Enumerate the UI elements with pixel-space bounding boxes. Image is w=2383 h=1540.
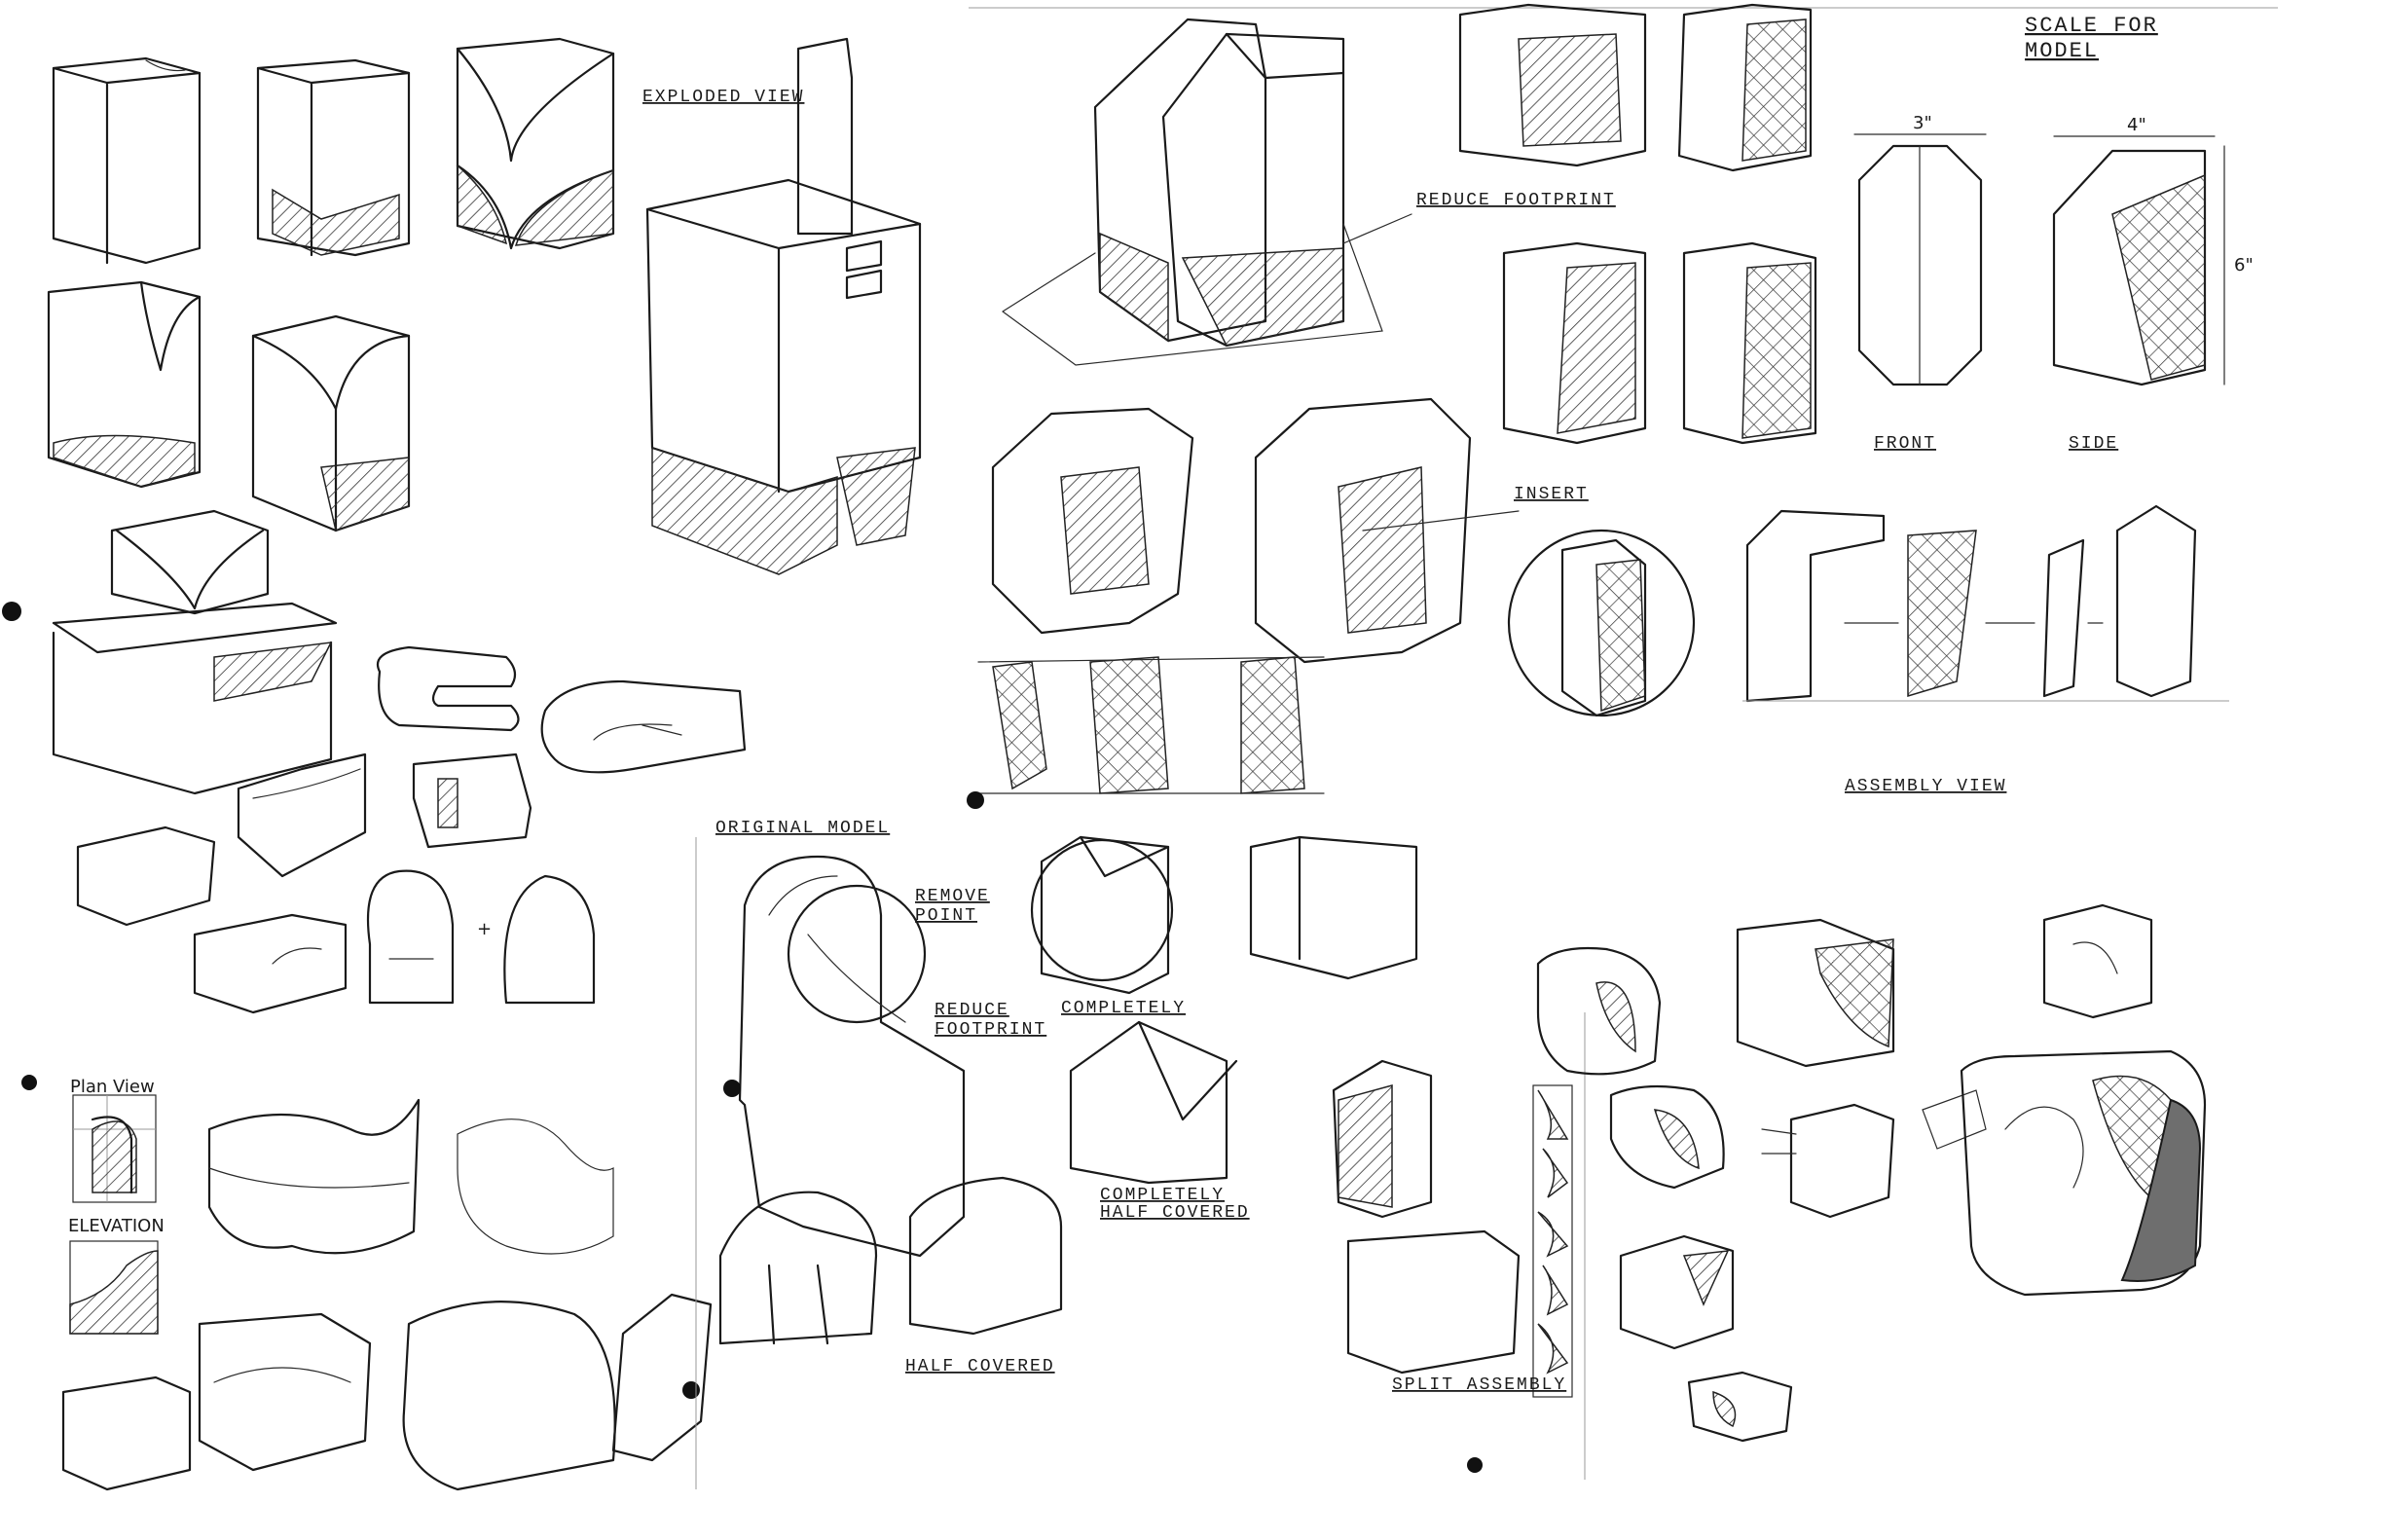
sketch-cube-plain bbox=[1249, 835, 1418, 980]
label-completely-covered: COMPLETELY bbox=[1061, 999, 1186, 1018]
sketch-assembly-view bbox=[1742, 504, 2229, 703]
sketch-small-sofa-2 bbox=[76, 825, 216, 927]
sketch-octa-frame-1 bbox=[991, 407, 1194, 635]
label-half-covered-2: HALF COVERED bbox=[1100, 1203, 1250, 1223]
sketch-frame-cross-1 bbox=[1677, 3, 1813, 172]
label-reduce-footprint-top: REDUCE FOOTPRINT bbox=[1416, 191, 1616, 210]
sketch-rounded-cube-1 bbox=[1536, 946, 1662, 1076]
label-assembly-view: ASSEMBLY VIEW bbox=[1845, 777, 2006, 796]
panel-plan-view bbox=[72, 1094, 157, 1203]
sketch-scale-side bbox=[2052, 135, 2225, 386]
label-elevation: ELEVATION bbox=[68, 1216, 165, 1236]
sketch-split-strips bbox=[1532, 1084, 1573, 1398]
sketch-tall-box-4 bbox=[47, 280, 202, 489]
label-split-assembly: SPLIT ASSEMBLY bbox=[1392, 1375, 1566, 1395]
sketch-insert-strips bbox=[977, 656, 1325, 794]
sketch-arched-seat-1 bbox=[718, 1191, 878, 1345]
sketch-frame-cross-2 bbox=[1682, 241, 1817, 445]
sketch-dispenser bbox=[645, 37, 922, 575]
sketch-small-sofa-1 bbox=[237, 752, 367, 878]
label-side: SIDE bbox=[2069, 434, 2118, 454]
sketch-octa-frame-2 bbox=[1254, 397, 1472, 664]
sketch-split-assembly bbox=[1332, 1059, 1521, 1375]
sketch-cube-vee bbox=[1619, 1234, 1735, 1350]
sketch-wave-sofa-outline bbox=[457, 1118, 614, 1255]
sketch-hollow-box bbox=[412, 752, 532, 849]
sketch-small-sofa-3 bbox=[193, 913, 348, 1014]
label-scale-for: SCALE FOR bbox=[2025, 14, 2158, 38]
sketch-scale-front bbox=[1853, 133, 1987, 386]
sketch-small-cube bbox=[61, 1375, 192, 1491]
label-remove: REMOVE bbox=[915, 887, 990, 906]
label-half-covered: HALF COVERED bbox=[905, 1357, 1055, 1376]
sketch-tall-box-5 bbox=[251, 314, 411, 532]
label-front: FRONT bbox=[1874, 434, 1936, 454]
sketch-tall-box-2 bbox=[256, 58, 411, 257]
label-footprint-mid: FOOTPRINT bbox=[935, 1020, 1046, 1040]
dim-front-width: 3" bbox=[1913, 113, 1932, 133]
sketch-plug-box bbox=[1761, 1103, 1895, 1219]
sketch-frame-hatched-2 bbox=[1502, 241, 1647, 445]
sketch-rounded-block bbox=[402, 1301, 616, 1491]
sketch-frame-hatched-1 bbox=[1458, 3, 1647, 167]
sketch-small-cube-right bbox=[2042, 903, 2153, 1019]
sketch-arched-seat-2 bbox=[908, 1176, 1063, 1336]
sketch-house-shape bbox=[1069, 1020, 1238, 1185]
label-reduce-mid: REDUCE bbox=[935, 1001, 1009, 1020]
sketch-small-shell bbox=[1687, 1371, 1793, 1443]
panel-elevation bbox=[69, 1240, 159, 1335]
sketch-wave-cube bbox=[198, 1312, 372, 1472]
sketch-big-chair bbox=[1002, 18, 1383, 366]
sketch-tall-box-3 bbox=[456, 37, 615, 250]
label-insert: INSERT bbox=[1514, 485, 1589, 504]
label-original-model: ORIGINAL MODEL bbox=[715, 819, 890, 838]
sketch-final-render bbox=[1922, 1049, 2207, 1297]
sketch-cross-cube bbox=[1736, 918, 1895, 1068]
sketch-lidded-box bbox=[52, 509, 338, 795]
label-plan-view: Plan View bbox=[70, 1077, 155, 1097]
label-model: MODEL bbox=[2025, 39, 2099, 63]
sketch-cube-with-circle bbox=[1030, 835, 1174, 995]
sketch-c-clip-1 bbox=[377, 645, 520, 732]
sketch-c-clip-2 bbox=[540, 679, 747, 774]
sketch-insert-detail-circle bbox=[1507, 529, 1696, 717]
sketch-tall-box-1 bbox=[52, 56, 202, 265]
sketch-wave-sofa bbox=[207, 1098, 421, 1255]
label-completely-2: COMPLETELY bbox=[1100, 1186, 1225, 1205]
dim-height: 6" bbox=[2234, 255, 2254, 275]
label-point: POINT bbox=[915, 906, 977, 926]
dim-side-width: 4" bbox=[2127, 115, 2146, 135]
sketch-rounded-small bbox=[1609, 1084, 1725, 1190]
label-exploded-view: EXPLODED VIEW bbox=[642, 88, 804, 107]
sketch-original-model bbox=[738, 855, 966, 1258]
sketch-arch-pair: + bbox=[366, 869, 596, 1005]
svg-text:+: + bbox=[477, 919, 492, 939]
